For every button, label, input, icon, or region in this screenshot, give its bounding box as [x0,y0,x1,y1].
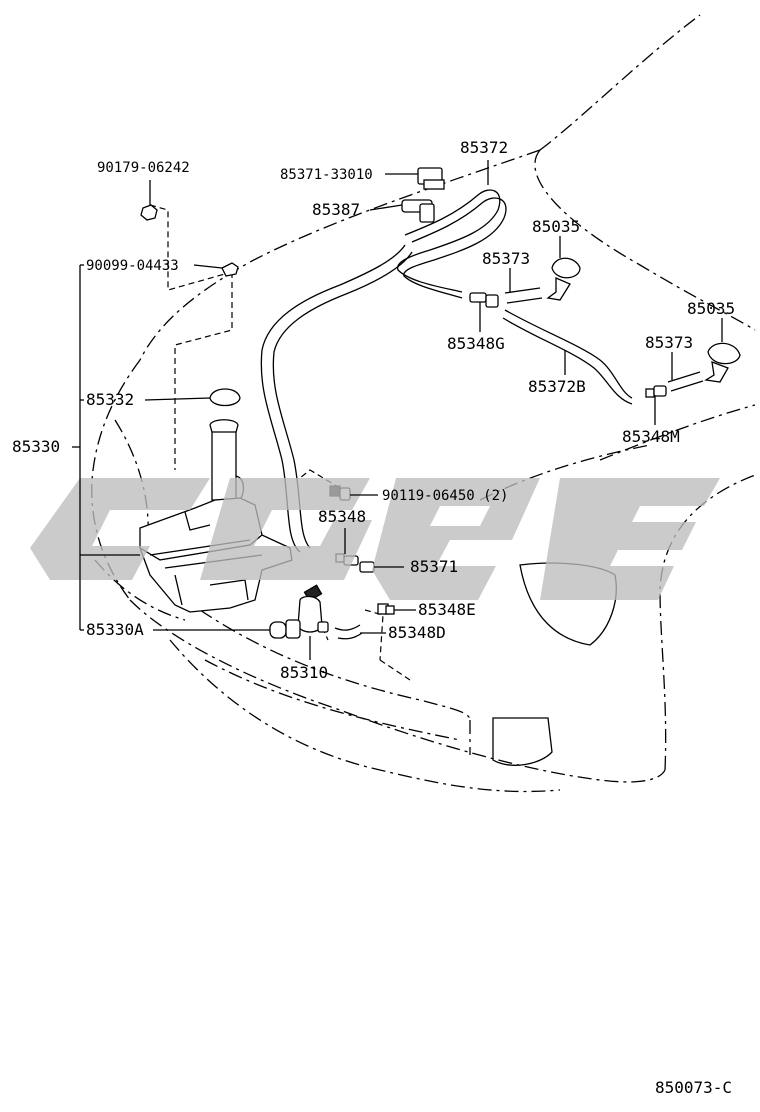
bolt-90099-icon [221,262,239,277]
label-85372: 85372 [460,138,508,157]
label-85371: 85371 [410,557,458,576]
label-90119: 90119-06450 (2) [382,488,508,504]
leader-lines [72,160,723,660]
label-85372b: 85372B [528,377,586,396]
label-85348: 85348 [318,507,366,526]
label-85332: 85332 [86,390,134,409]
label-90099: 90099-04433 [86,258,179,274]
label-85348g: 85348G [447,334,505,353]
label-85348e: 85348E [418,600,476,619]
label-85371-33010: 85371-33010 [280,167,373,183]
label-85330: 85330 [12,437,60,456]
connector-85348g-icon [469,292,499,308]
tube-85371-icon [359,561,375,573]
nut-90179-icon [140,204,158,221]
nozzle-85035a-icon [546,257,581,301]
cap-85332-icon [209,388,241,407]
label-85310: 85310 [280,663,328,682]
washer-tank-85330-icon [138,419,293,613]
label-85373-a: 85373 [482,249,530,268]
pump-85310-icon [269,584,329,639]
label-90179: 90179-06242 [97,160,190,176]
fitting-85348e-icon [377,603,395,615]
label-85035-b: 85035 [687,299,735,318]
connector-85348m-icon [645,385,667,398]
clamp-85371-icon [417,167,445,190]
label-85348m: 85348M [622,427,680,446]
nozzle-85035b-icon [704,342,741,383]
label-85035-a: 85035 [532,217,580,236]
figure-code: 850073-C [655,1078,732,1097]
label-85348d: 85348D [388,623,446,642]
watermark-logo [30,478,720,600]
label-85387: 85387 [312,200,360,219]
joint-85387-icon [401,199,435,223]
label-85330a: 85330A [86,620,144,639]
label-85373-b: 85373 [645,333,693,352]
part-labels: 90179-06242 90099-04433 85371-33010 8537… [12,138,735,1097]
